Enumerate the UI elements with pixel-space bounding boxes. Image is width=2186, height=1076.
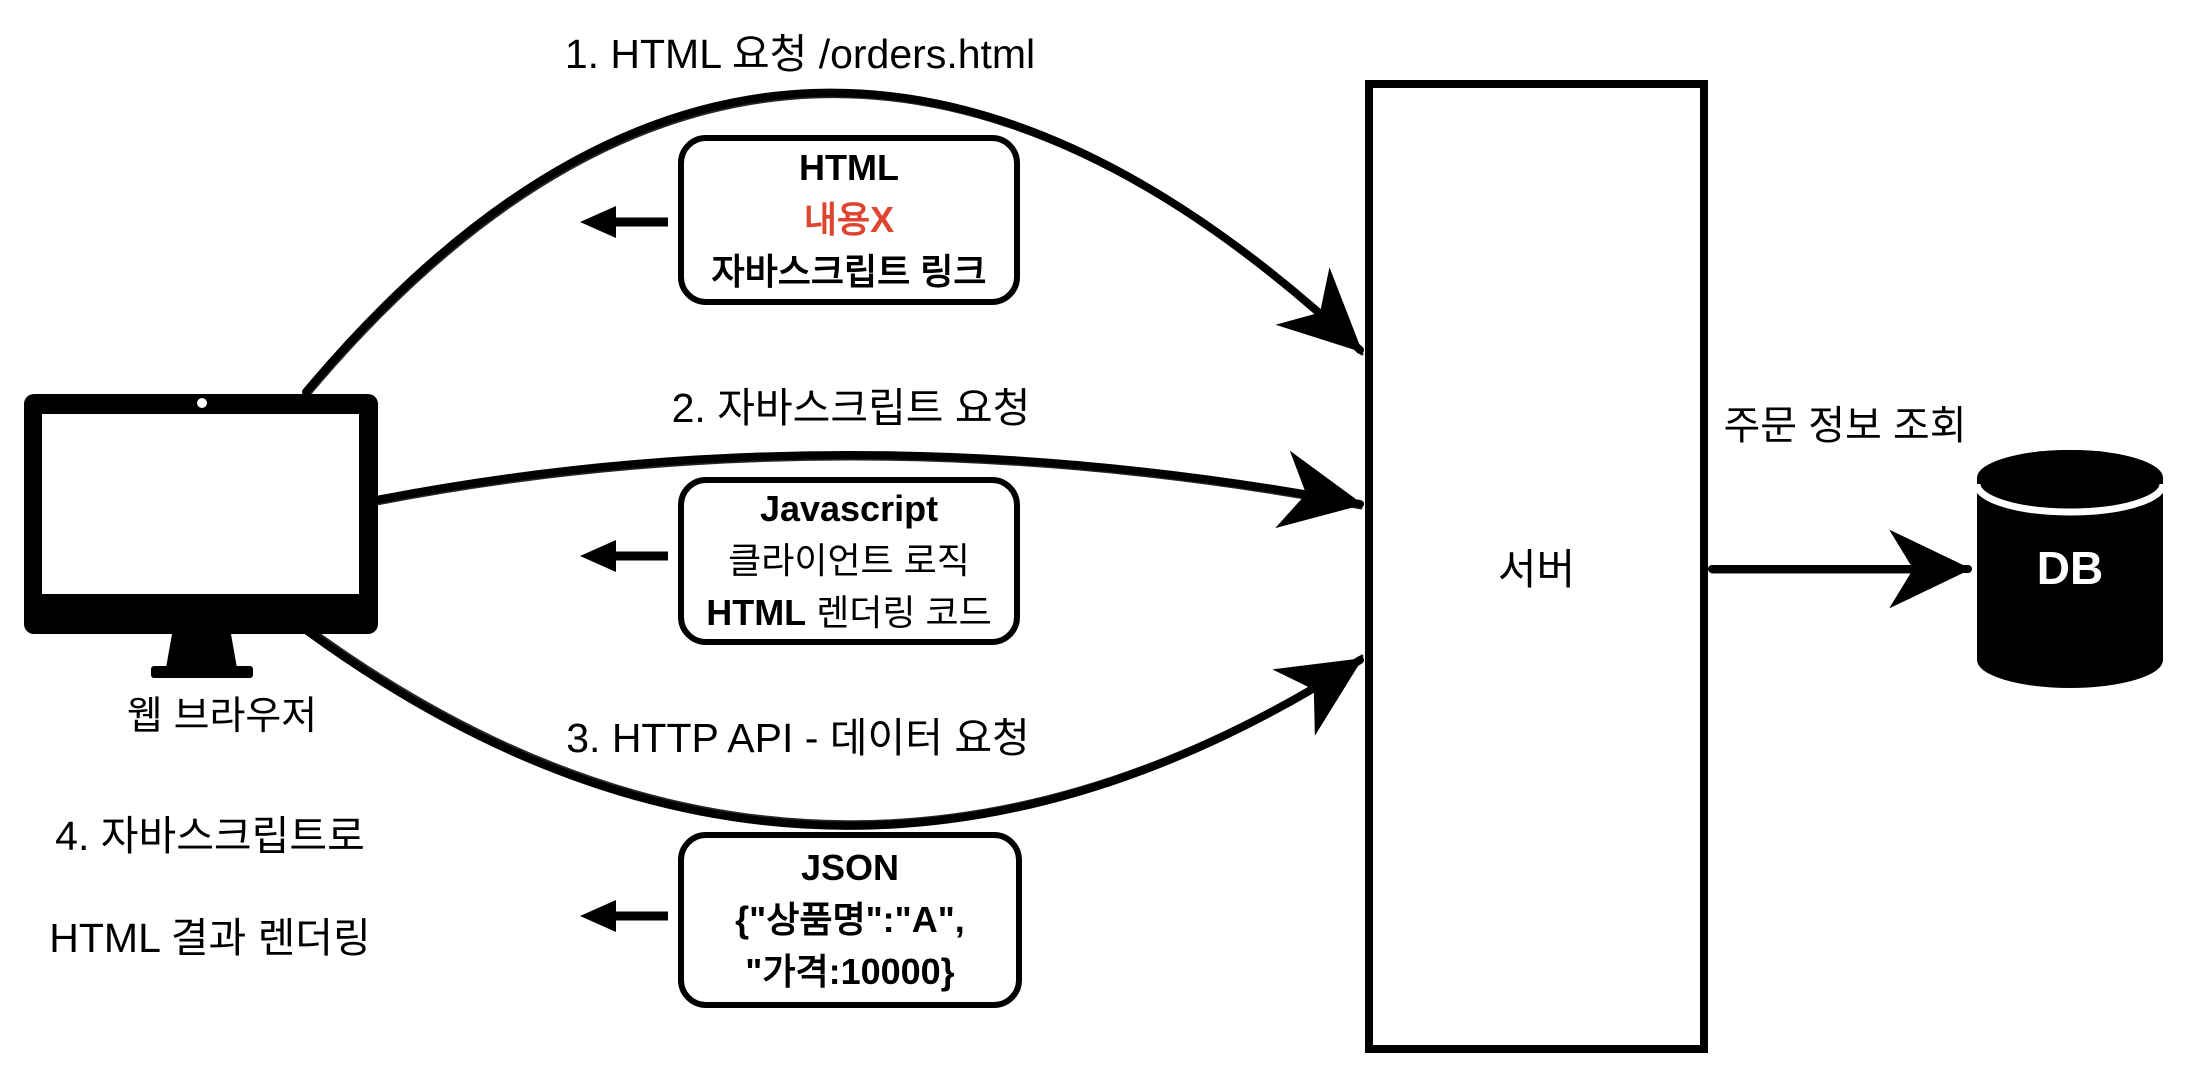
json-box-line1: JSON <box>800 847 900 888</box>
js-box-line3: HTML 렌더링 코드 <box>706 587 992 639</box>
response-arrow-3-head <box>580 900 616 932</box>
label-db-query: 주문 정보 조회 <box>1723 404 1967 448</box>
request-arrow-3-texture <box>306 624 1364 824</box>
json-box-line3: "가격:10000} <box>745 951 955 992</box>
json-box-line2: {"상품명":"A", <box>735 899 965 940</box>
response-arrow-2 <box>580 540 668 572</box>
js-box-line2: 클라이언트 로직 <box>728 540 970 581</box>
server-label: 서버 <box>1497 546 1576 593</box>
label-step2-js-request: 2. 자바스크립트 요청 <box>671 385 1031 431</box>
response-arrow-2-head <box>580 540 616 572</box>
db-cylinder-lid-line <box>1973 483 2167 516</box>
label-step4-render-note: 4. 자바스크립트로 HTML 결과 렌더링 <box>49 760 370 964</box>
response-box-json: JSON {"상품명":"A", "가격:10000} <box>678 832 1022 1008</box>
label-step4-line2: HTML 결과 렌더링 <box>49 915 371 961</box>
label-step4-line1: 4. 자바스크립트로 <box>55 813 365 859</box>
response-box-javascript: Javascript 클라이언트 로직 HTML 렌더링 코드 <box>678 477 1020 645</box>
server-box: 서버 <box>1365 80 1708 1053</box>
monitor-camera-dot <box>197 398 207 408</box>
response-arrow-3 <box>580 900 668 932</box>
request-arrow-2 <box>372 450 1364 529</box>
response-arrow-1 <box>580 206 668 238</box>
html-box-line1: HTML <box>799 147 899 188</box>
request-arrow-1 <box>302 88 1364 398</box>
html-box-line2: 내용X <box>803 199 895 240</box>
label-step3-api-request: 3. HTTP API - 데이터 요청 <box>566 715 1030 761</box>
db-cylinder-lid <box>1977 450 2163 506</box>
server-db-arrow <box>1708 529 1972 609</box>
request-arrow-2-texture <box>375 457 1363 510</box>
request-arrow-3 <box>302 624 1364 830</box>
desktop-monitor-icon <box>24 394 378 678</box>
request-arrow-1-texture <box>306 95 1364 398</box>
html-box-line3: 자바스크립트 링크 <box>711 251 987 292</box>
database-cylinder-icon: DB <box>1973 450 2167 688</box>
label-step1-html-request: 1. HTML 요청 /orders.html <box>564 31 1036 77</box>
monitor-screen <box>42 414 359 594</box>
monitor-base <box>151 666 253 678</box>
db-label: DB <box>2037 542 2103 594</box>
response-box-html: HTML 내용X 자바스크립트 링크 <box>678 135 1020 305</box>
js-box-line3-rest: 렌더링 코드 <box>816 592 992 633</box>
monitor-stand <box>166 634 237 668</box>
label-web-browser: 웹 브라우저 <box>126 695 318 738</box>
js-box-line1: Javascript <box>759 488 939 529</box>
js-box-line3-bold: HTML <box>706 592 807 633</box>
response-arrow-1-head <box>580 206 616 238</box>
